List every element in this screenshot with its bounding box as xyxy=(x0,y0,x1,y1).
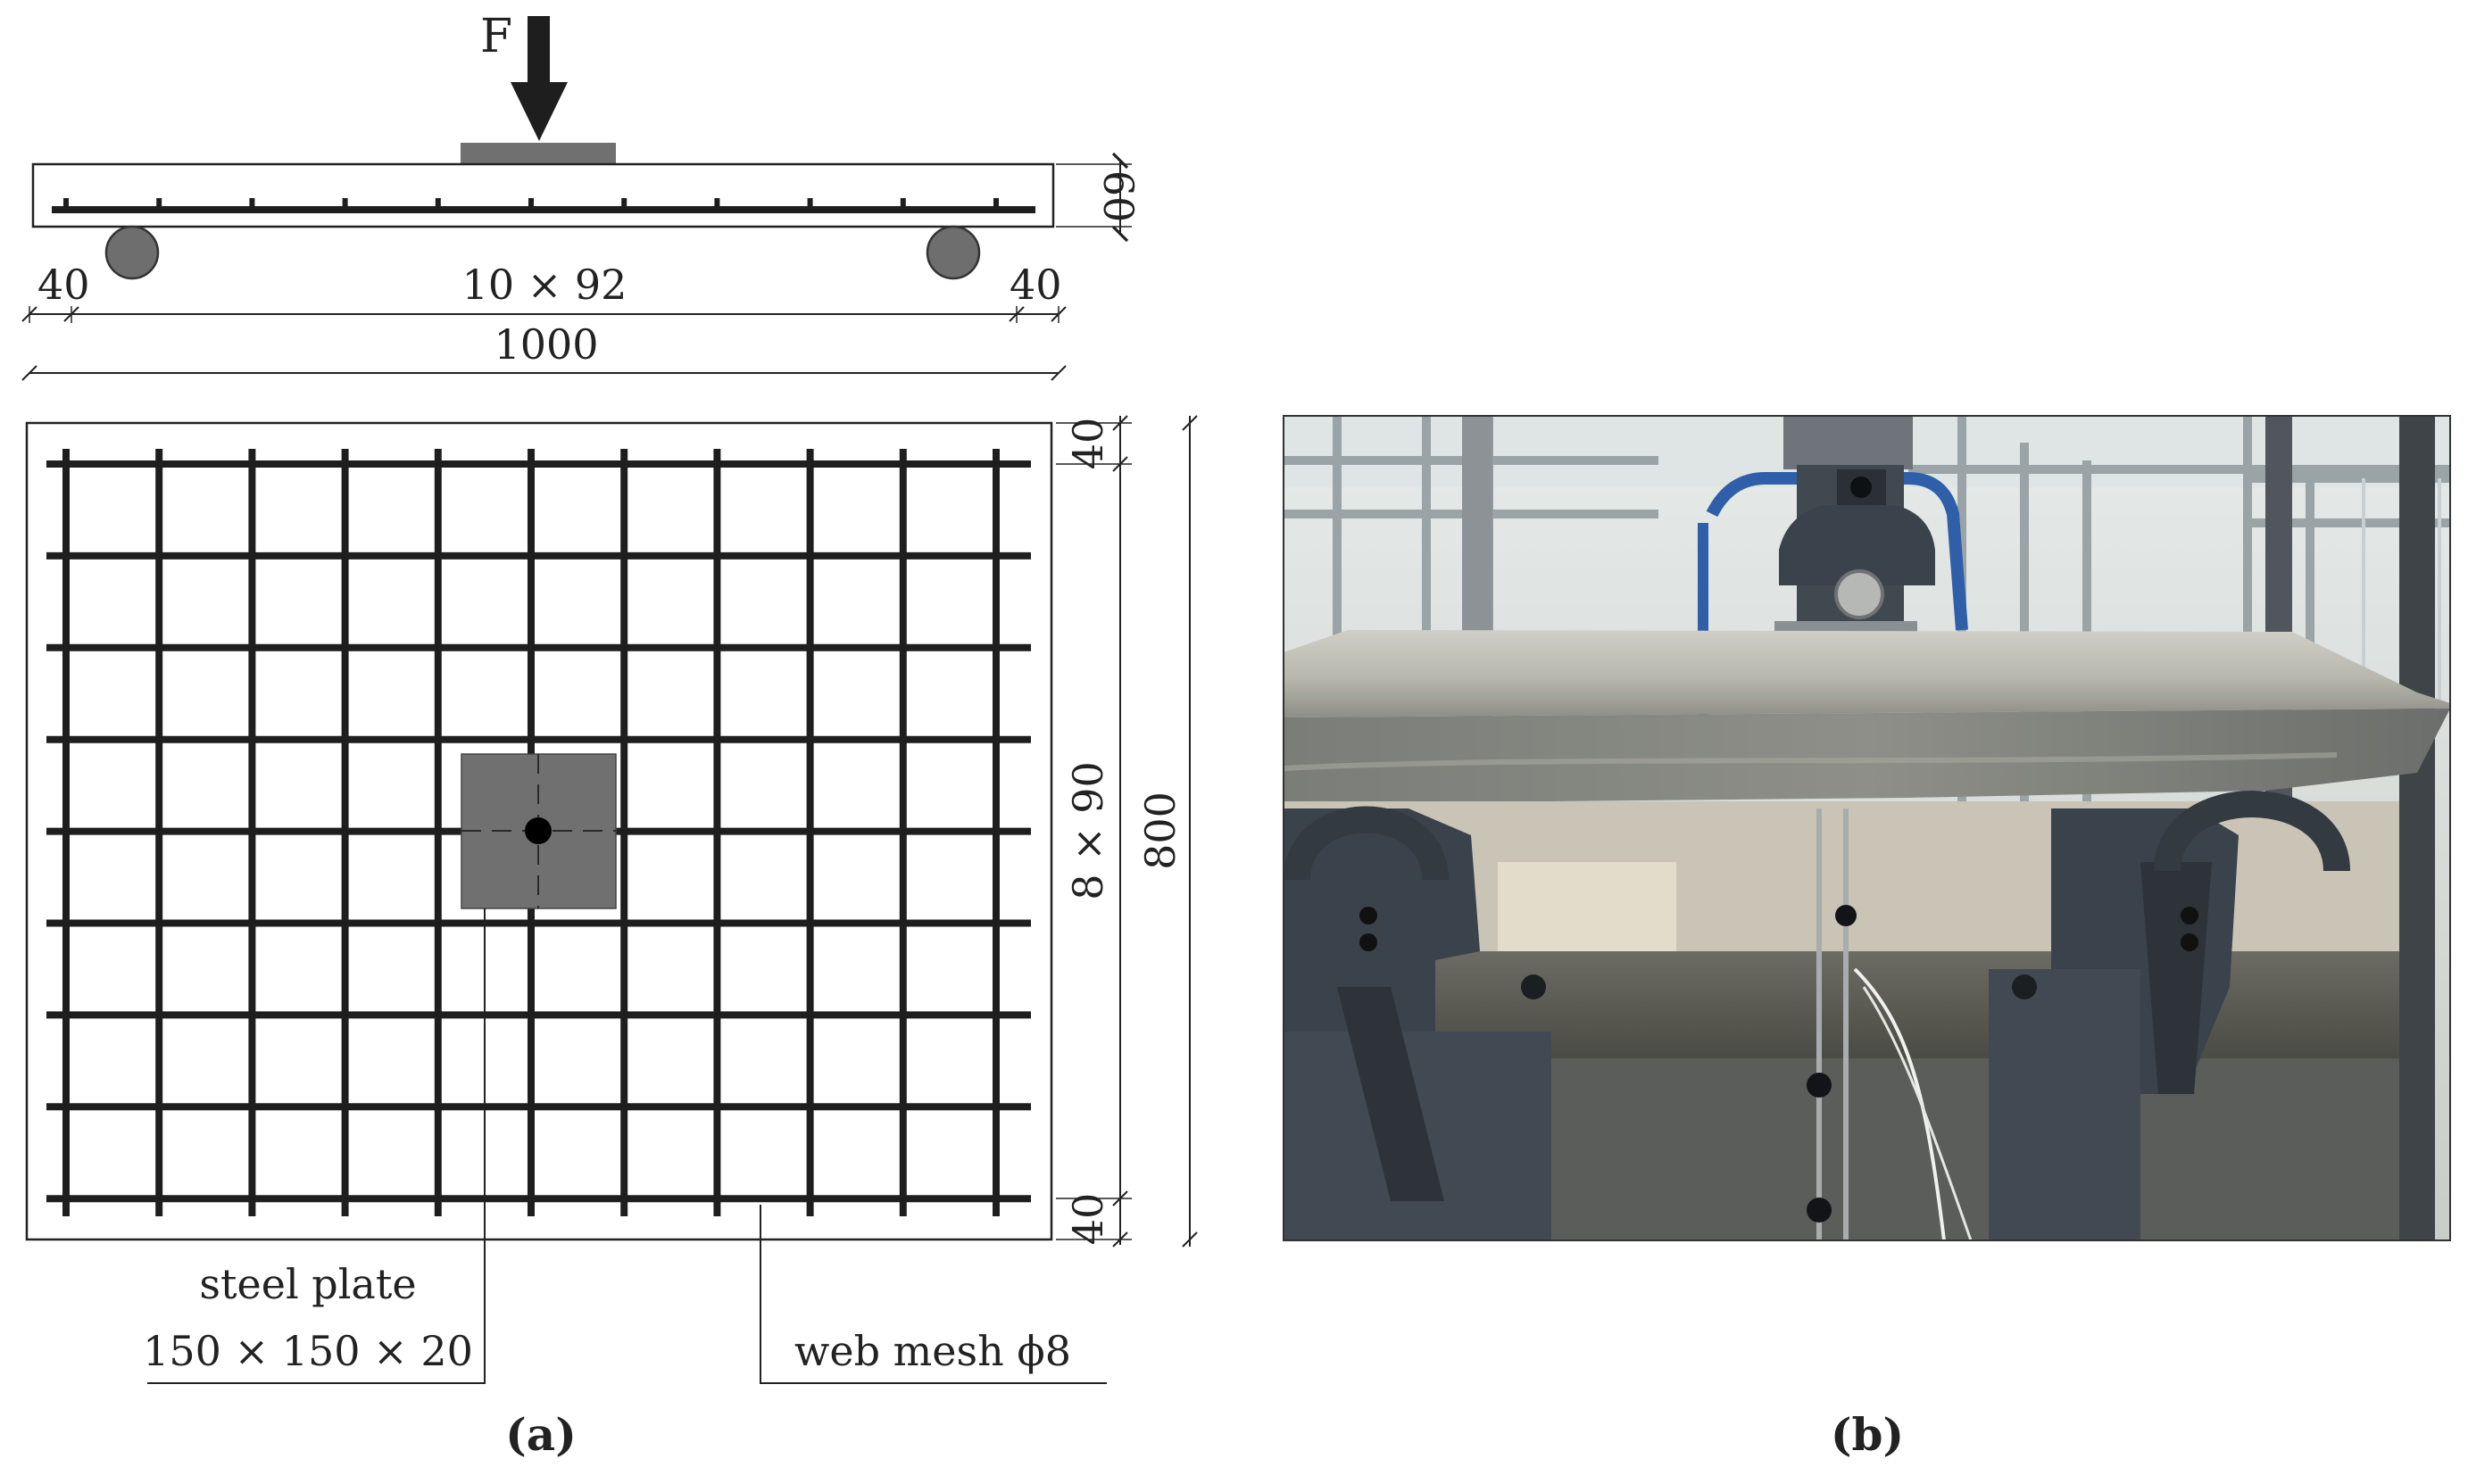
plan-height-dim: 800 xyxy=(1136,792,1184,870)
load-point xyxy=(525,817,552,844)
panel-b-label: (b) xyxy=(1831,1408,1904,1461)
rebar-section-dot xyxy=(807,198,813,208)
load-arrow xyxy=(511,16,568,141)
rebar-section-dot xyxy=(342,198,348,208)
rebar-section-dot xyxy=(621,198,627,208)
rebar-section-dot xyxy=(993,198,999,208)
photo-frame xyxy=(1283,415,2451,1241)
rebar-section-dot xyxy=(528,198,534,208)
photo-slab-top xyxy=(1284,630,2450,717)
rebar-section-dot xyxy=(156,198,162,208)
plate-label-line2: 150 × 150 × 20 xyxy=(143,1327,473,1375)
panel-a-label: (a) xyxy=(505,1408,577,1461)
slab-section-outline xyxy=(31,162,1055,228)
slab-plan-view: 40 8 × 90 40 800 steel plate 150 × 150 ×… xyxy=(25,415,1198,1384)
panel-b-photo xyxy=(1283,415,2451,1241)
mesh-label: web mesh ϕ8 xyxy=(794,1327,1071,1375)
rebar-section-dot xyxy=(249,198,255,208)
plate-label-line1: steel plate xyxy=(199,1260,416,1308)
slab-section-view: F 60 40 10 × 92 40 xyxy=(21,10,1143,381)
edge-right-dim: 40 xyxy=(1010,261,1062,309)
mesh-leader xyxy=(760,1205,1107,1384)
total-length-dim: 1000 xyxy=(494,320,598,369)
rebar-section-dot xyxy=(900,198,906,208)
load-label: F xyxy=(480,10,512,63)
plan-top-edge-dim: 40 xyxy=(1064,418,1112,470)
support-left xyxy=(104,225,160,280)
section-height-dim: 60 xyxy=(1094,170,1143,223)
support-right xyxy=(926,225,981,280)
edge-left-dim: 40 xyxy=(37,261,90,309)
plate-leader xyxy=(147,908,486,1384)
rebar-section-dot xyxy=(435,198,441,208)
rebar-section-dots xyxy=(63,198,999,208)
panel-a-drawing: F 60 40 10 × 92 40 xyxy=(21,10,1198,1461)
span-spacing-dim: 10 × 92 xyxy=(462,261,627,309)
plan-spacing-dim: 8 × 90 xyxy=(1064,761,1112,900)
plan-bottom-edge-dim: 40 xyxy=(1064,1193,1112,1246)
rebar-section-dot xyxy=(63,198,69,208)
photo-slab-edge xyxy=(1284,709,2450,801)
web-mesh-grid xyxy=(46,449,1031,1216)
rebar-section-dot xyxy=(714,198,720,208)
loading-plate-section xyxy=(461,143,616,163)
